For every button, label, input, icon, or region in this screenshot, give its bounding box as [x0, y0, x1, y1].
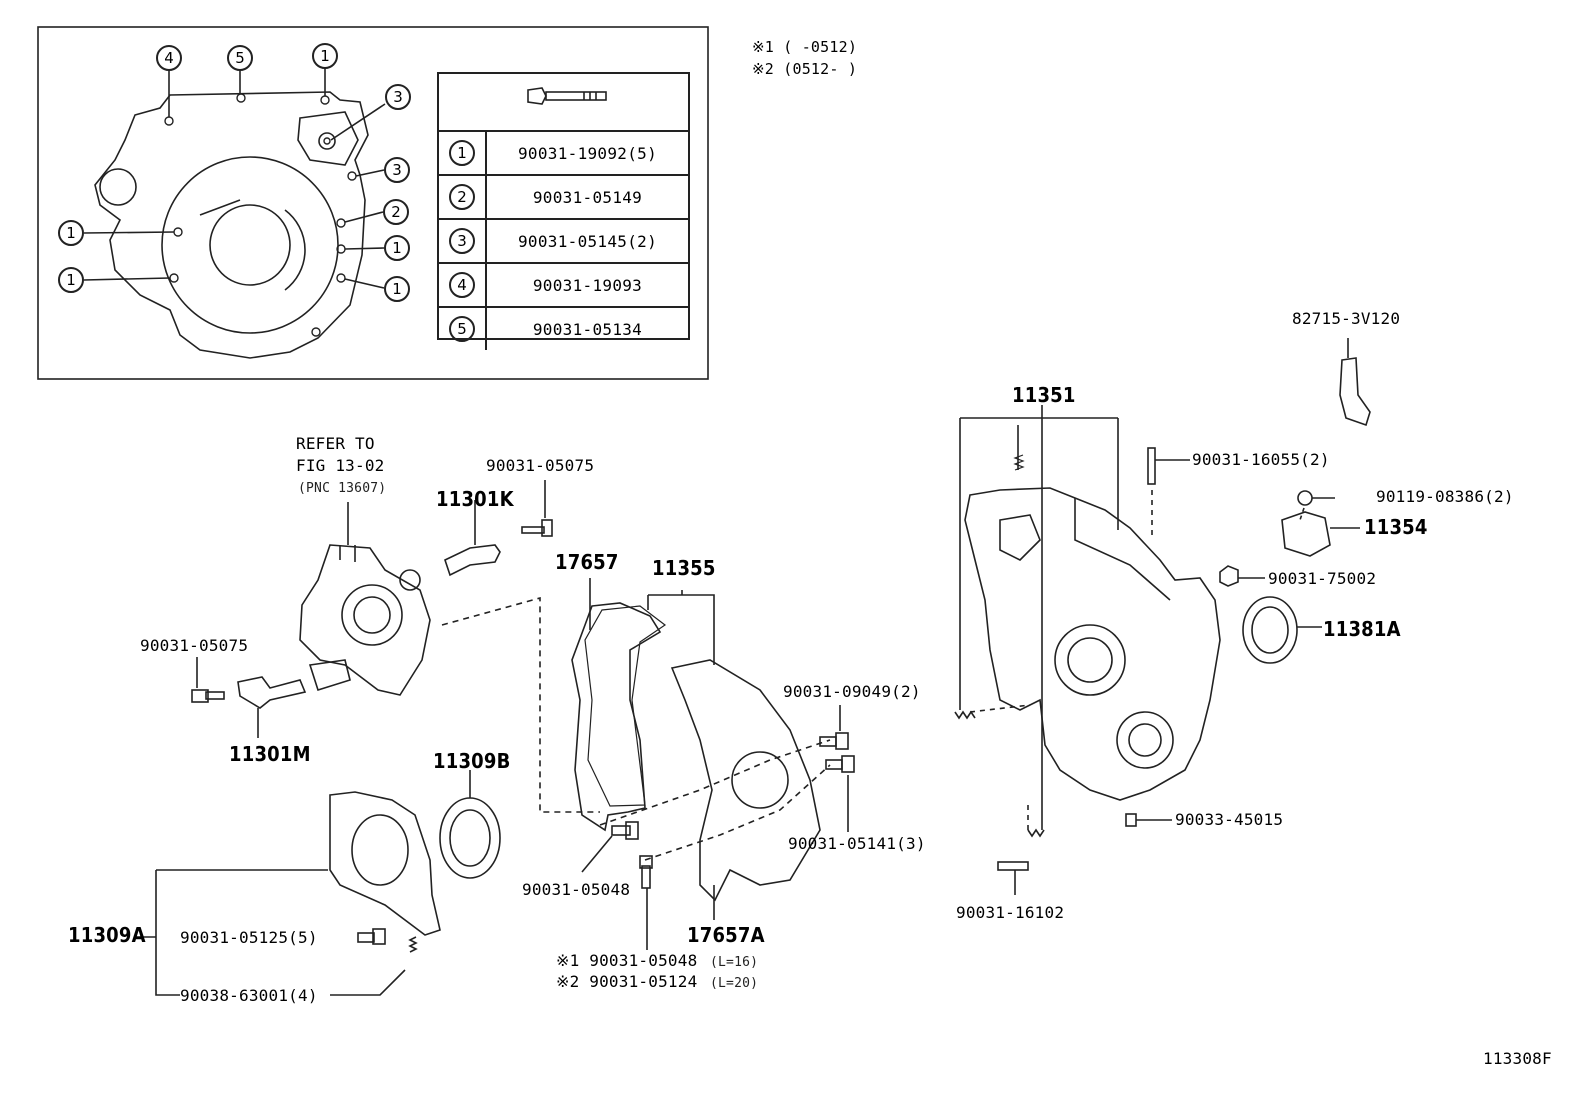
cover-11354	[1281, 511, 1331, 557]
option-2-length: (L=20)	[710, 976, 759, 991]
seal-retainer-11309A	[329, 791, 441, 936]
bolt-icon	[527, 87, 607, 105]
bolt-legend-table: 1 90031-19092(5) 2 90031-05149 3 90031-0…	[437, 72, 690, 350]
part-label-90031-16055[interactable]: 90031-16055(2)	[1192, 450, 1330, 469]
plate-11355-b	[670, 659, 821, 902]
legend-number: 2	[449, 184, 475, 210]
inset-case-outline	[94, 91, 369, 359]
legend-header	[439, 74, 688, 132]
nut-90031-75002	[1219, 565, 1239, 587]
legend-row: 1 90031-19092(5)	[439, 132, 688, 176]
part-label-90119-08386[interactable]: 90119-08386(2)	[1376, 487, 1514, 506]
gasket-17657	[571, 602, 662, 832]
legend-row: 4 90031-19093	[439, 264, 688, 308]
part-label-11309A[interactable]: 11309A	[68, 923, 146, 947]
part-label-11301M[interactable]: 11301M	[229, 742, 311, 766]
option-2-part[interactable]: ※2 90031-05124	[556, 972, 698, 991]
part-label-11354[interactable]: 11354	[1364, 515, 1428, 539]
oil-seal-11381A	[1242, 596, 1298, 664]
bolt-90031-05141	[825, 755, 855, 773]
part-label-90031-05048[interactable]: 90031-05048	[522, 880, 631, 899]
part-label-90031-16102[interactable]: 90031-16102	[956, 903, 1065, 922]
part-label-82715-3V120[interactable]: 82715-3V120	[1292, 309, 1401, 328]
option-1-length: (L=16)	[710, 955, 759, 970]
stud-90031-16055	[1147, 447, 1156, 485]
legend-part-number[interactable]: 90031-19092(5)	[517, 143, 658, 163]
part-label-90031-05141[interactable]: 90031-05141(3)	[788, 834, 926, 853]
bolt-90031-05124	[639, 855, 653, 889]
inset-callout: 1	[58, 220, 84, 246]
part-label-11309B[interactable]: 11309B	[433, 749, 511, 773]
option-1-part[interactable]: ※1 90031-05048	[556, 951, 698, 970]
legend-part-number[interactable]: 90031-05149	[532, 187, 643, 207]
part-label-11355[interactable]: 11355	[652, 556, 716, 580]
legend-number: 4	[449, 272, 475, 298]
refer-note-line2[interactable]: FIG 13-02	[296, 456, 385, 475]
plug-90033-45015	[1125, 813, 1137, 827]
part-label-90031-09049[interactable]: 90031-09049(2)	[783, 682, 921, 701]
legend-number: 5	[449, 316, 475, 342]
part-label-17657A[interactable]: 17657A	[687, 923, 765, 947]
part-label-90033-45015[interactable]: 90033-45015	[1175, 810, 1284, 829]
part-label-90031-05125[interactable]: 90031-05125(5)	[180, 928, 318, 947]
note-2: ※2 (0512- )	[752, 60, 858, 78]
sensor-11301M	[237, 676, 307, 709]
legend-part-number[interactable]: 90031-05134	[532, 319, 643, 339]
bolt-90031-05075-lower	[191, 689, 225, 703]
plate-11355-a	[584, 605, 667, 807]
part-label-90031-05075-upper[interactable]: 90031-05075	[486, 456, 595, 475]
legend-row: 5 90031-05134	[439, 308, 688, 350]
oil-pump-housing	[299, 544, 431, 696]
sensor-11301K	[444, 544, 501, 577]
refer-note-line3: (PNC 13607)	[298, 481, 387, 496]
part-label-17657[interactable]: 17657	[555, 550, 619, 574]
legend-row: 2 90031-05149	[439, 176, 688, 220]
legend-part-number[interactable]: 90031-19093	[532, 275, 643, 295]
stud-90031-16102	[997, 861, 1029, 871]
note-1: ※1 ( -0512)	[752, 38, 858, 56]
bolt-90031-05075-upper	[521, 519, 553, 537]
inset-frame	[37, 26, 709, 380]
inset-callout: 1	[312, 43, 338, 69]
part-label-11381A[interactable]: 11381A	[1323, 617, 1401, 641]
refer-note-line1: REFER TO	[296, 434, 375, 453]
part-label-90031-05075-lower[interactable]: 90031-05075	[140, 636, 249, 655]
legend-part-number[interactable]: 90031-05145(2)	[517, 231, 658, 251]
bolt-90031-05048	[611, 821, 639, 840]
part-label-11351[interactable]: 11351	[1012, 383, 1076, 407]
figure-code: 113308F	[1483, 1049, 1552, 1068]
bracket-82715-3V120	[1339, 357, 1371, 427]
inset-callout: 4	[156, 45, 182, 71]
part-label-11301K[interactable]: 11301K	[436, 487, 514, 511]
bolt-90031-05125	[357, 928, 386, 945]
inset-callout: 3	[385, 84, 411, 110]
bolt-90031-09049	[819, 732, 849, 750]
inset-callout: 1	[58, 267, 84, 293]
inset-callout: 1	[384, 235, 410, 261]
inset-callout: 5	[227, 45, 253, 71]
timing-case-11351	[964, 487, 1221, 801]
part-label-90031-75002[interactable]: 90031-75002	[1268, 569, 1377, 588]
inset-callout: 1	[384, 276, 410, 302]
bolt-90119-08386	[1297, 490, 1335, 506]
legend-number: 1	[449, 140, 475, 166]
inset-callout: 3	[384, 157, 410, 183]
legend-row: 3 90031-05145(2)	[439, 220, 688, 264]
part-label-90038-63001[interactable]: 90038-63001(4)	[180, 986, 318, 1005]
legend-number: 3	[449, 228, 475, 254]
inset-callout: 2	[383, 199, 409, 225]
